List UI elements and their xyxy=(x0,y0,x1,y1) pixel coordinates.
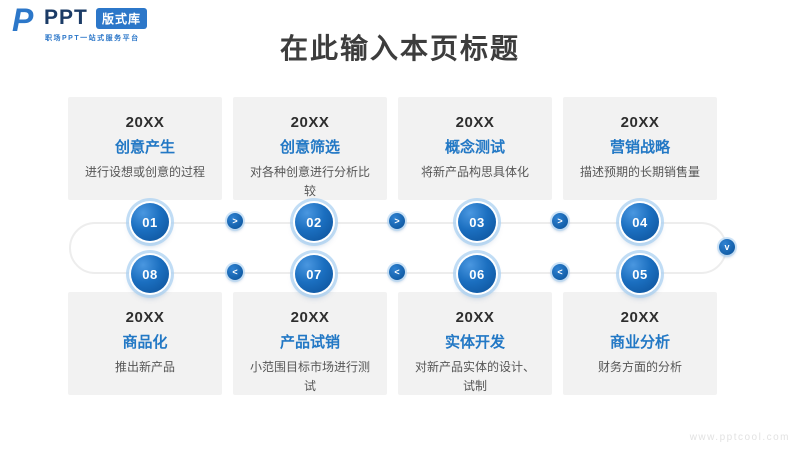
step-name: 实体开发 xyxy=(444,334,505,351)
watermark: www.pptcool.com xyxy=(689,432,790,443)
step-card-07: 20XX 产品试销 小范围目标市场进行测试 xyxy=(233,292,387,395)
step-desc: 小范围目标市场进行测试 xyxy=(249,360,370,393)
step-card-01: 20XX 创意产生 进行设想或创意的过程 xyxy=(68,97,222,200)
arrow-right-icon: > xyxy=(227,213,243,229)
step-name: 营销战略 xyxy=(609,139,670,156)
step-name: 创意筛选 xyxy=(279,139,340,156)
step-number-badge: 06 xyxy=(458,255,496,293)
step-number-badge: 01 xyxy=(131,203,169,241)
step-name: 产品试销 xyxy=(279,334,340,351)
step-year: 20XX xyxy=(290,309,330,326)
step-year: 20XX xyxy=(125,114,165,131)
step-desc: 对新产品实体的设计、试制 xyxy=(414,360,535,393)
step-card-04: 20XX 营销战略 描述预期的长期销售量 xyxy=(563,97,717,200)
step-number-badge: 05 xyxy=(621,255,659,293)
step-year: 20XX xyxy=(620,114,660,131)
step-desc: 将新产品构思具体化 xyxy=(420,165,529,179)
step-year: 20XX xyxy=(620,309,660,326)
step-number-badge: 04 xyxy=(621,203,659,241)
step-number-badge: 07 xyxy=(295,255,333,293)
arrow-left-icon: < xyxy=(227,264,243,280)
arrow-right-icon: > xyxy=(552,213,568,229)
step-name: 创意产生 xyxy=(114,139,175,156)
step-number-badge: 02 xyxy=(295,203,333,241)
logo-badge: 版式库 xyxy=(96,8,148,29)
arrow-right-icon: > xyxy=(389,213,405,229)
step-card-03: 20XX 概念测试 将新产品构思具体化 xyxy=(398,97,552,200)
step-number-badge: 08 xyxy=(131,255,169,293)
step-desc: 描述预期的长期销售量 xyxy=(579,165,700,179)
step-name: 商业分析 xyxy=(609,334,670,351)
step-year: 20XX xyxy=(290,114,330,131)
step-name: 概念测试 xyxy=(444,139,505,156)
step-desc: 推出新产品 xyxy=(114,360,175,374)
page-title: 在此输入本页标题 xyxy=(279,33,520,64)
step-card-06: 20XX 实体开发 对新产品实体的设计、试制 xyxy=(398,292,552,395)
logo-brand-text: PPT xyxy=(44,6,88,29)
brand-logo: P PPT 版式库 职场PPT一站式服务平台 xyxy=(12,2,202,46)
step-desc: 进行设想或创意的过程 xyxy=(84,165,205,179)
step-name: 商品化 xyxy=(122,334,168,351)
arrow-left-icon: < xyxy=(389,264,405,280)
step-year: 20XX xyxy=(125,309,165,326)
step-year: 20XX xyxy=(455,309,495,326)
arrow-left-icon: < xyxy=(552,264,568,280)
step-desc: 对各种创意进行分析比较 xyxy=(249,165,370,198)
ppt-logo-icon: P xyxy=(12,2,33,38)
step-card-08: 20XX 商品化 推出新产品 xyxy=(68,292,222,395)
step-card-05: 20XX 商业分析 财务方面的分析 xyxy=(563,292,717,395)
step-card-02: 20XX 创意筛选 对各种创意进行分析比较 xyxy=(233,97,387,200)
arrow-down-icon: v xyxy=(719,239,735,255)
step-number-badge: 03 xyxy=(458,203,496,241)
logo-tagline: 职场PPT一站式服务平台 xyxy=(45,35,140,42)
step-desc: 财务方面的分析 xyxy=(597,360,682,374)
step-year: 20XX xyxy=(455,114,495,131)
